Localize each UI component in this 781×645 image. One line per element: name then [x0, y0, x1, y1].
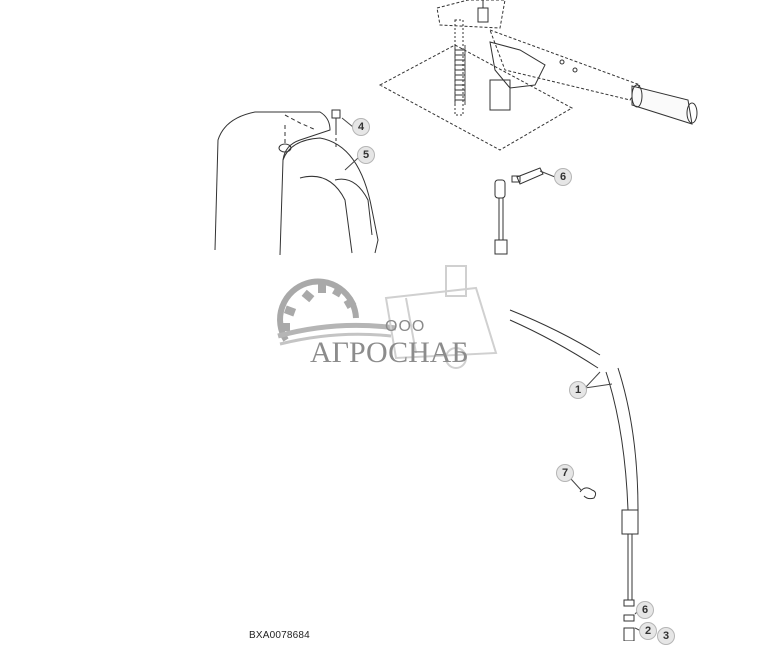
callout-3: 3 — [657, 627, 675, 645]
callout-4: 4 — [352, 118, 370, 136]
mounting-plate — [378, 0, 574, 151]
watermark-prefix: ООО — [385, 318, 426, 335]
callout-7: 7 — [556, 464, 574, 482]
brake-lever — [454, 0, 698, 125]
figure-id: BXA0078684 — [249, 630, 310, 641]
cable-clevis — [494, 179, 508, 255]
cable — [509, 309, 639, 641]
callout-5: 5 — [357, 146, 375, 164]
callout-2: 2 — [639, 622, 657, 640]
watermark-brand: АГРОСНАБ — [310, 336, 469, 369]
cover-boot — [214, 111, 379, 256]
callout-6-nut: 6 — [636, 601, 654, 619]
watermark-logo-icon — [277, 265, 498, 369]
pin — [511, 167, 544, 185]
clip — [570, 478, 597, 500]
watermark-panel — [246, 258, 508, 388]
callout-1: 1 — [569, 381, 587, 399]
bolt — [331, 109, 341, 150]
callout-6-pin: 6 — [554, 168, 572, 186]
